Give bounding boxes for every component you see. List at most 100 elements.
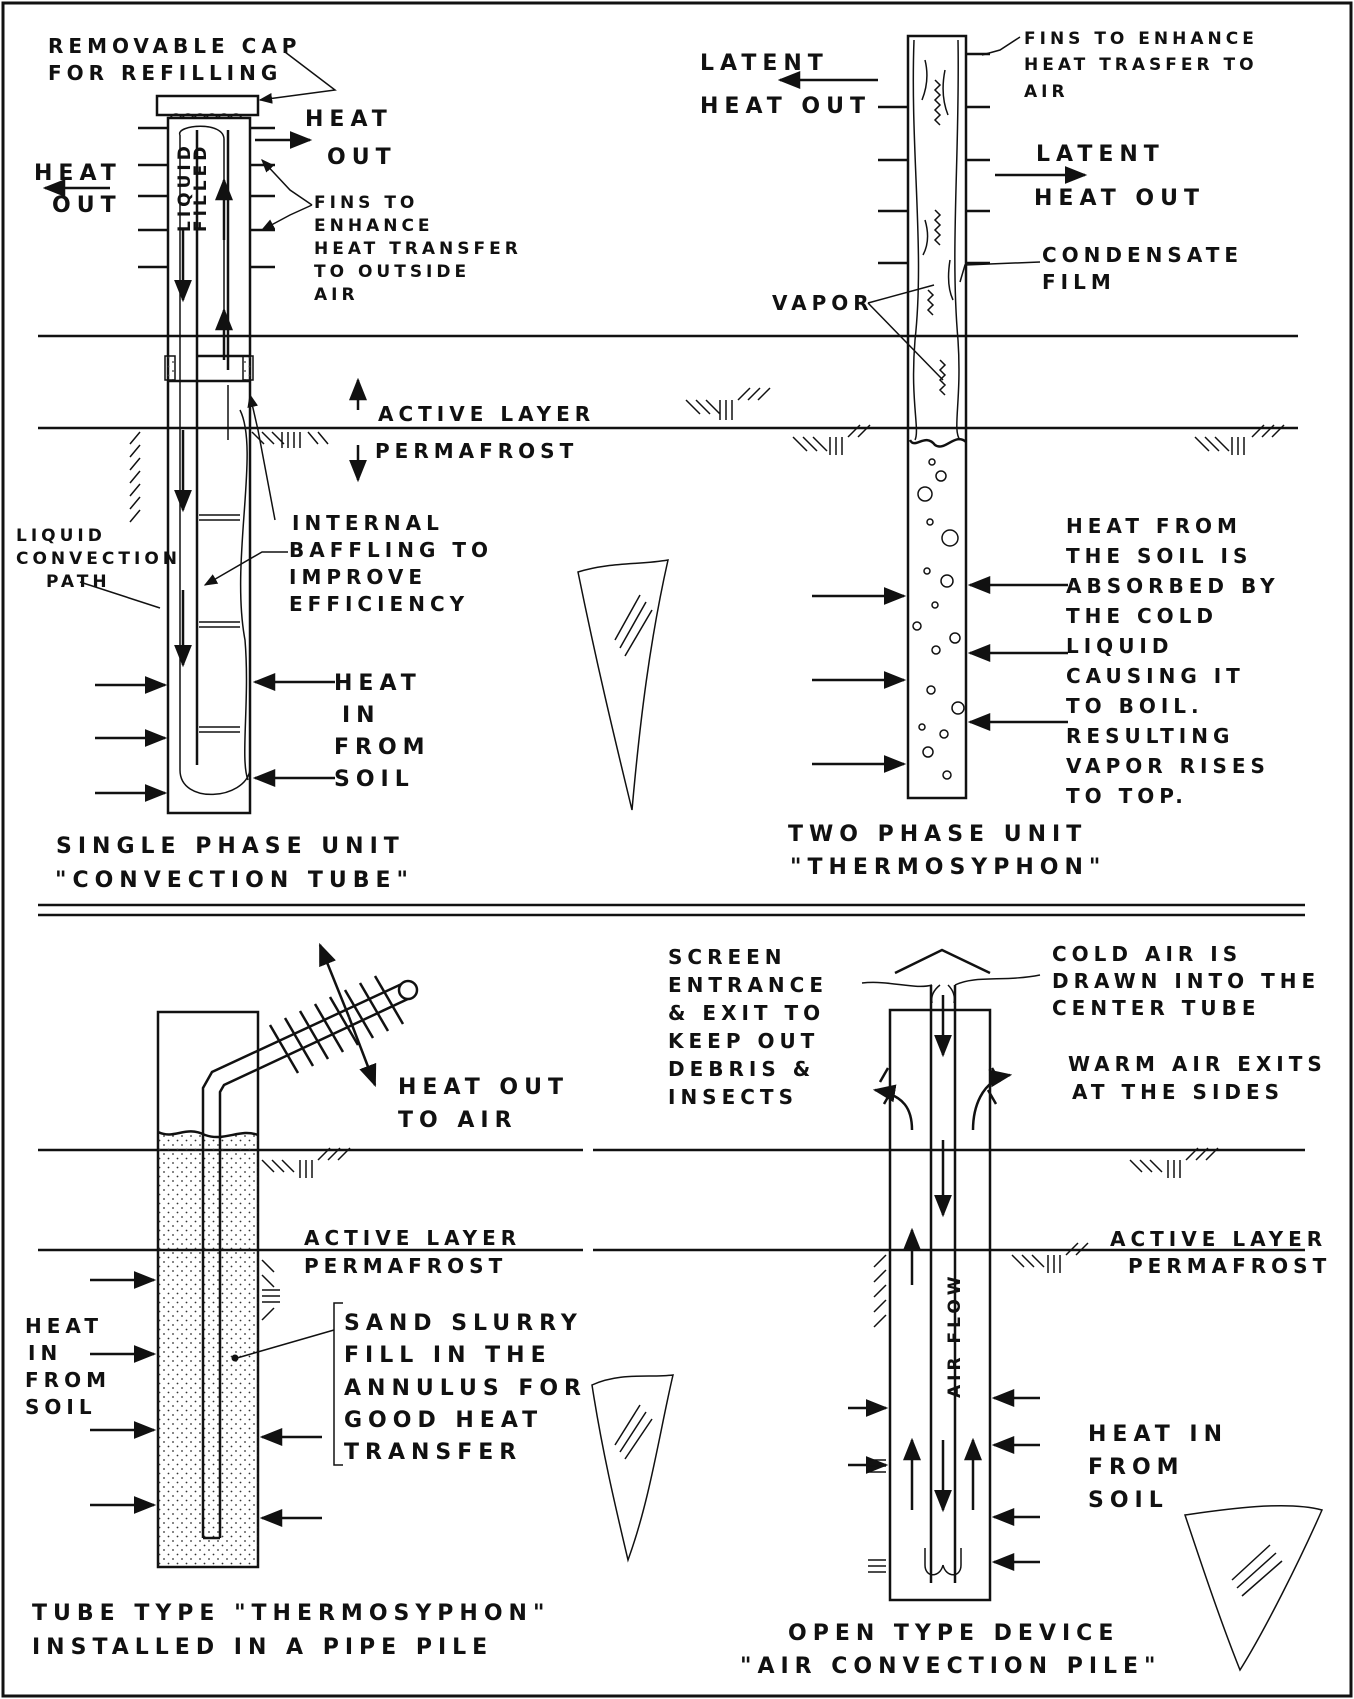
heat-out-left-1: HEAT bbox=[34, 161, 122, 186]
desc-1: HEAT FROM bbox=[1066, 514, 1242, 538]
convection-path-1: LIQUID bbox=[16, 526, 106, 546]
permafrost-label-3: PERMAFROST bbox=[304, 1254, 507, 1278]
fins-label-5: AIR bbox=[314, 285, 359, 305]
heat-in-4-1: HEAT IN bbox=[1088, 1422, 1228, 1447]
removable-cap bbox=[155, 94, 260, 117]
vapor-label: VAPOR bbox=[772, 291, 874, 315]
caption-tube-1: TUBE TYPE "THERMOSYPHON" bbox=[32, 1601, 550, 1626]
air-convection-pile bbox=[888, 1008, 992, 1602]
slurry-3: ANNULUS FOR bbox=[344, 1376, 587, 1401]
panel-open-type: SCREEN ENTRANCE & EXIT TO KEEP OUT DEBRI… bbox=[593, 942, 1331, 1679]
cap-label-2: FOR REFILLING bbox=[48, 61, 282, 85]
screen-3: & EXIT TO bbox=[668, 1001, 825, 1025]
caption-open-2: "AIR CONVECTION PILE" bbox=[740, 1654, 1162, 1679]
desc-2: THE SOIL IS bbox=[1066, 544, 1252, 568]
permafrost-label-1: PERMAFROST bbox=[375, 439, 578, 463]
active-layer-label-4: ACTIVE LAYER bbox=[1110, 1227, 1327, 1251]
desc-10: TO TOP. bbox=[1066, 784, 1188, 808]
latent-left-1: LATENT bbox=[700, 51, 829, 76]
baffling-3: IMPROVE bbox=[289, 565, 427, 589]
caption-tube-2: INSTALLED IN A PIPE PILE bbox=[32, 1635, 493, 1660]
heat-out-right-2: OUT bbox=[327, 145, 397, 170]
convection-path-2: CONVECTION bbox=[16, 549, 181, 569]
vent-hood bbox=[894, 948, 991, 975]
fins-two-1: FINS TO ENHANCE bbox=[1024, 29, 1258, 49]
caption-single-1: SINGLE PHASE UNIT bbox=[56, 834, 405, 859]
latent-left-2: HEAT OUT bbox=[700, 94, 871, 119]
thermosyphon-tube bbox=[906, 34, 968, 800]
desc-5: LIQUID bbox=[1066, 634, 1173, 658]
fins-two-2: HEAT TRASFER TO bbox=[1024, 55, 1258, 75]
panel-two-phase: LATENT HEAT OUT FINS TO ENHANCE HEAT TRA… bbox=[685, 29, 1285, 880]
caption-two-2: "THERMOSYPHON" bbox=[790, 855, 1106, 880]
heat-in-4: SOIL bbox=[334, 767, 415, 792]
latent-right-1: LATENT bbox=[1036, 142, 1165, 167]
slurry-5: TRANSFER bbox=[344, 1440, 522, 1465]
fins-label-3: HEAT TRANSFER bbox=[314, 239, 522, 259]
desc-8: RESULTING bbox=[1066, 724, 1234, 748]
fins-right bbox=[250, 126, 275, 269]
fins-tube bbox=[268, 975, 405, 1074]
liquid-filled-2: FILLED bbox=[191, 143, 211, 232]
heat-in-4-3: SOIL bbox=[1088, 1488, 1169, 1513]
cold-air-3: CENTER TUBE bbox=[1052, 996, 1261, 1020]
heat-in-3-1: HEAT bbox=[25, 1314, 103, 1338]
screen-5: DEBRIS & bbox=[668, 1057, 815, 1081]
desc-6: CAUSING IT bbox=[1066, 664, 1245, 688]
air-flow-label: AIR FLOW bbox=[945, 1272, 965, 1398]
latent-right-2: HEAT OUT bbox=[1034, 186, 1205, 211]
baffling-2: BAFFLING TO bbox=[289, 538, 493, 562]
condensate-2: FILM bbox=[1042, 270, 1116, 294]
desc-4: THE COLD bbox=[1066, 604, 1218, 628]
fins-label-2: ENHANCE bbox=[314, 216, 434, 236]
cap-label-1: REMOVABLE CAP bbox=[48, 34, 301, 58]
desc-3: ABSORBED BY bbox=[1066, 574, 1280, 598]
panel-tube-type: HEAT OUT TO AIR ACTIVE LAYER PERMAFROST … bbox=[25, 942, 674, 1660]
fins-two-phase bbox=[878, 52, 990, 265]
heat-in-3-2: IN bbox=[28, 1341, 62, 1365]
cold-air-2: DRAWN INTO THE bbox=[1052, 969, 1320, 993]
warm-air-1: WARM AIR EXITS bbox=[1068, 1052, 1327, 1076]
cold-air-1: COLD AIR IS bbox=[1052, 942, 1242, 966]
vapor-bubbles bbox=[912, 458, 965, 780]
active-layer-label-1: ACTIVE LAYER bbox=[378, 402, 595, 426]
slurry-4: GOOD HEAT bbox=[344, 1408, 543, 1433]
fins-label-4: TO OUTSIDE bbox=[314, 262, 470, 282]
screen-2: ENTRANCE bbox=[668, 973, 828, 997]
convection-path-3: PATH bbox=[46, 572, 111, 592]
condensate-1: CONDENSATE bbox=[1042, 243, 1243, 267]
active-layer-label-3: ACTIVE LAYER bbox=[304, 1226, 521, 1250]
convection-tube bbox=[166, 116, 252, 815]
caption-open-1: OPEN TYPE DEVICE bbox=[788, 1621, 1119, 1646]
screen-6: INSECTS bbox=[668, 1085, 798, 1109]
heat-in-1: HEAT bbox=[334, 671, 422, 696]
heat-out-left-2: OUT bbox=[52, 193, 122, 218]
heat-in-4-2: FROM bbox=[1088, 1455, 1185, 1480]
slurry-2: FILL IN THE bbox=[344, 1343, 552, 1368]
caption-single-2: "CONVECTION TUBE" bbox=[55, 868, 414, 893]
heat-in-3: FROM bbox=[334, 735, 431, 760]
desc-7: TO BOIL. bbox=[1066, 694, 1204, 718]
baffling-1: INTERNAL bbox=[292, 511, 444, 535]
caption-two-1: TWO PHASE UNIT bbox=[788, 822, 1087, 847]
slurry-1: SAND SLURRY bbox=[344, 1311, 583, 1336]
heat-in-2: IN bbox=[342, 703, 381, 728]
fins-label-1: FINS TO bbox=[314, 193, 418, 213]
heat-in-3-3: FROM bbox=[25, 1368, 111, 1392]
liquid-filled-1: LIQUID bbox=[175, 142, 195, 232]
permafrost-label-4: PERMAFROST bbox=[1128, 1254, 1331, 1278]
heat-out-air-1: HEAT OUT bbox=[398, 1075, 569, 1100]
heat-out-right-1: HEAT bbox=[305, 107, 393, 132]
fins-two-3: AIR bbox=[1024, 82, 1069, 102]
heat-in-3-4: SOIL bbox=[25, 1395, 97, 1419]
panel-single-phase: REMOVABLE CAP FOR REFILLING HEAT OUT HEA… bbox=[16, 34, 1298, 893]
fins-left bbox=[138, 126, 168, 269]
baffling-4: EFFICIENCY bbox=[289, 592, 469, 616]
warm-air-2: AT THE SIDES bbox=[1072, 1080, 1284, 1104]
screen-4: KEEP OUT bbox=[668, 1029, 819, 1053]
panel-separator bbox=[38, 903, 1305, 917]
screen-1: SCREEN bbox=[668, 945, 787, 969]
